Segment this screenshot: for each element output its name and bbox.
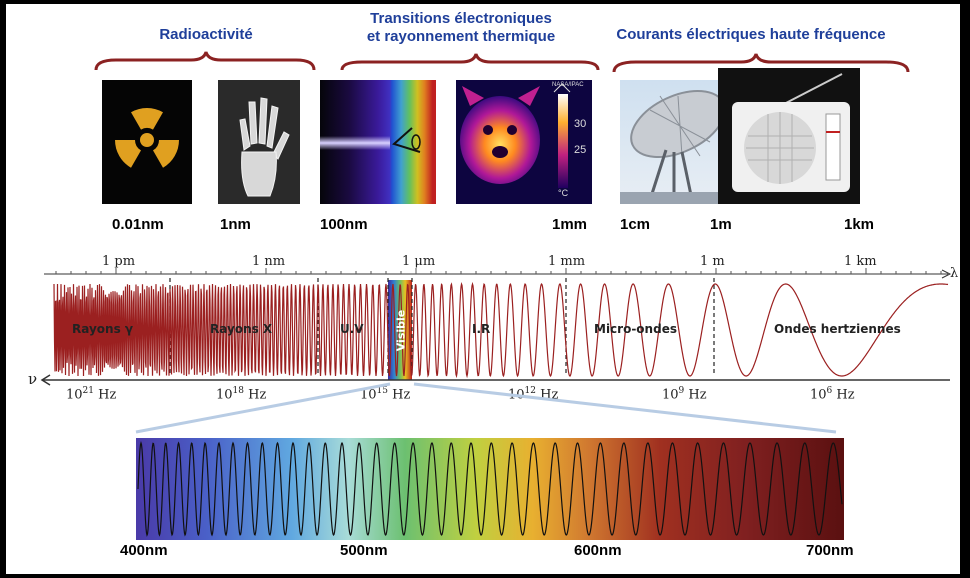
scale-1km: 1 km xyxy=(844,254,877,269)
label-0-01nm: 0.01nm xyxy=(112,216,164,233)
frequency-axis-arrow xyxy=(40,374,51,386)
region-gamma: Rayons γ xyxy=(72,322,134,336)
region-hertz: Ondes hertziennes xyxy=(774,322,901,336)
category-braces xyxy=(94,51,910,73)
region-x: Rayons X xyxy=(210,322,273,336)
brace-hf xyxy=(612,53,910,73)
dish-antenna-icon xyxy=(620,89,726,204)
label-100nm: 100nm xyxy=(320,216,368,233)
freq-1e18: 1018 Hz xyxy=(216,386,266,402)
freq-exp: 15 xyxy=(376,386,388,396)
freq-exp: 18 xyxy=(232,386,244,396)
radio-icon xyxy=(732,73,850,192)
freq-exp: 6 xyxy=(826,386,833,396)
freq-exp: 9 xyxy=(678,386,685,396)
category-transitions-line2: et rayonnement thermique xyxy=(366,28,556,45)
thermal-unit: °C xyxy=(558,188,569,198)
freq-exp: 12 xyxy=(524,386,536,396)
thermal-brand: NASA/IPAC xyxy=(552,82,584,88)
freq-unit: Hz xyxy=(392,387,411,403)
freq-unit: Hz xyxy=(836,387,855,403)
category-hf-currents: Courants électriques haute fréquence xyxy=(616,26,886,43)
thermal-t30: 30 xyxy=(574,118,587,130)
freq-exp: 21 xyxy=(82,386,94,396)
freq-unit: Hz xyxy=(248,387,267,403)
eye-icon xyxy=(392,127,421,153)
region-visible: Visible xyxy=(394,309,408,352)
freq-unit: Hz xyxy=(688,387,707,403)
zoom-guide-right xyxy=(413,382,837,434)
category-radioactivity: Radioactivité xyxy=(159,26,253,43)
brace-radioactivity xyxy=(94,51,316,71)
spectrum-500nm: 500nm xyxy=(340,542,388,559)
nu-symbol: ν xyxy=(28,370,38,388)
wavelength-axis-arrow xyxy=(941,269,952,279)
label-1mm-img: 1mm xyxy=(552,216,588,233)
freq-1e21: 1021 Hz xyxy=(66,386,116,402)
label-1km-img: 1km xyxy=(844,216,875,233)
scale-1nm: 1 nm xyxy=(252,254,286,269)
freq-unit: Hz xyxy=(98,387,117,403)
category-transitions: Transitions électroniques et rayonnement… xyxy=(336,10,586,46)
xray-hand-icon xyxy=(239,97,290,197)
spectrum-400nm: 400nm xyxy=(120,542,168,559)
scale-1pm: 1 pm xyxy=(102,254,136,269)
freq-base: 10 xyxy=(66,387,83,403)
scale-1m: 1 m xyxy=(700,254,725,269)
freq-1e15: 1015 Hz xyxy=(360,386,410,402)
spectrum-figure: Radioactivité Transitions électroniques … xyxy=(6,4,960,574)
thermal-image: NASA/IPAC 30 25 °C xyxy=(456,80,592,204)
region-micro: Micro-ondes xyxy=(594,322,677,336)
uv-light-band xyxy=(320,136,390,150)
radio-telescope-image xyxy=(620,80,726,204)
spectrum-wave xyxy=(137,441,843,537)
label-1m-img: 1m xyxy=(710,216,732,233)
brace-transitions xyxy=(340,53,600,71)
spectrum-700nm: 700nm xyxy=(806,542,854,559)
lambda-symbol: λ xyxy=(950,266,959,281)
em-wave-strip xyxy=(40,268,952,386)
radiation-icon xyxy=(115,108,179,168)
spectrum-600nm: 600nm xyxy=(574,542,622,559)
freq-base: 10 xyxy=(810,387,827,403)
freq-base: 10 xyxy=(216,387,233,403)
zoom-guide-left xyxy=(135,382,391,434)
category-transitions-line1: Transitions électroniques xyxy=(370,10,552,27)
scale-1um: 1 μm xyxy=(402,254,436,269)
visible-spectrum xyxy=(136,438,844,540)
scale-1mm: 1 mm xyxy=(548,254,586,269)
label-1nm-img: 1nm xyxy=(220,216,251,233)
region-ir: I.R xyxy=(472,322,491,336)
uv-visible-image xyxy=(320,80,436,204)
thermal-t25: 25 xyxy=(574,144,587,156)
thermal-dog-icon xyxy=(460,83,571,188)
freq-base: 10 xyxy=(360,387,377,403)
freq-1e9: 109 Hz xyxy=(662,386,707,402)
region-uv: U.V xyxy=(340,322,364,336)
xray-hand-image xyxy=(218,80,300,204)
label-1cm: 1cm xyxy=(620,216,651,233)
freq-base: 10 xyxy=(662,387,679,403)
freq-1e6: 106 Hz xyxy=(810,386,855,402)
em-wave xyxy=(53,281,949,379)
radio-image xyxy=(718,68,860,204)
radiation-symbol-image xyxy=(102,80,192,204)
zoom-guides xyxy=(135,382,837,434)
